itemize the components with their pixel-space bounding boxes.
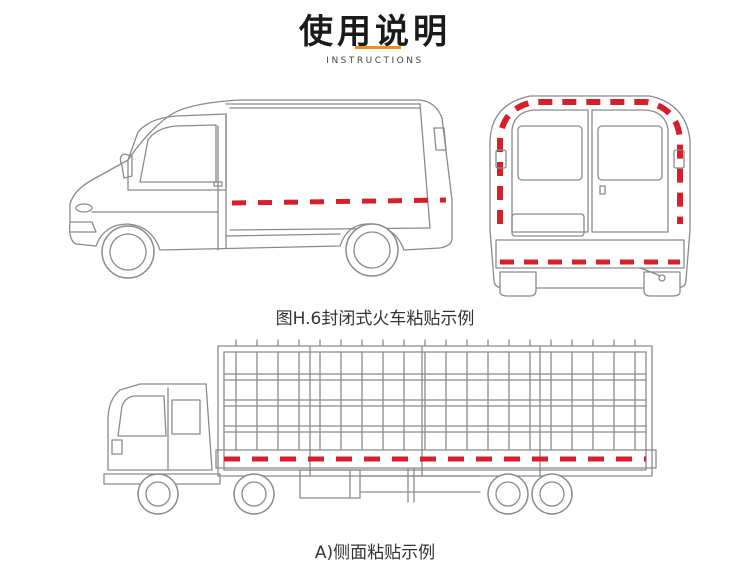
truck-side-view (103, 339, 657, 515)
page-subtitle: INSTRUCTIONS (326, 56, 424, 66)
page-title: 使用说明 (299, 12, 451, 52)
title-accent-bar (355, 46, 401, 49)
figure-caption-van: 图H.6封闭式火车粘贴示例 (275, 309, 475, 329)
figure-caption-truck: A)侧面粘贴示例 (314, 543, 436, 563)
van-side-view (68, 99, 453, 279)
van-rear-view (489, 95, 691, 297)
side-tape (231, 197, 447, 206)
